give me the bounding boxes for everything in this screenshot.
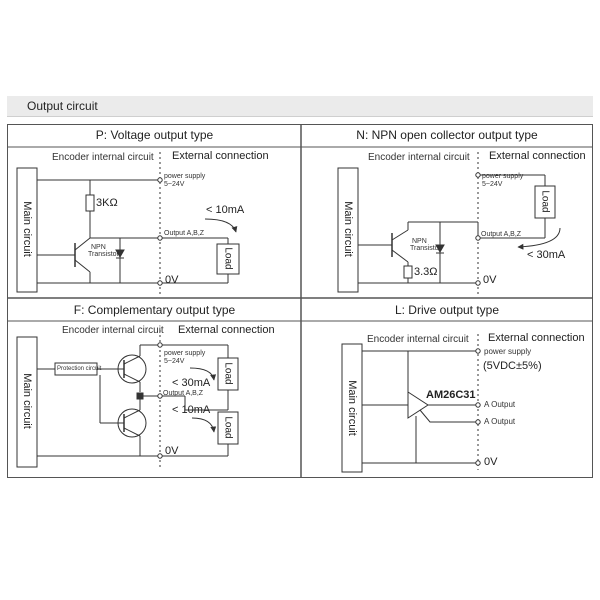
- n-main-circuit-box: [337, 167, 359, 293]
- l-power-supply-label: power supply: [484, 347, 532, 356]
- panel-n-wiring: [337, 152, 561, 296]
- p-resistor: [85, 194, 95, 212]
- section-title: Output circuit: [27, 99, 98, 113]
- l-output-a-bar-label: A Output: [484, 417, 516, 426]
- f-power-supply-label: power supply: [164, 350, 206, 357]
- l-output-a-label: A Output: [484, 400, 516, 409]
- l-main-circuit-box: [341, 343, 363, 473]
- n-main-circuit-label: Main circuit: [342, 201, 354, 257]
- p-voltage-label: 5~24V: [164, 181, 185, 188]
- section-header: Output circuit: [7, 96, 593, 117]
- n-power-supply-label: power supply: [482, 173, 524, 180]
- n-encoder-label: Encoder internal circuit: [368, 152, 470, 163]
- f-ground-label: 0V: [165, 445, 179, 457]
- n-transistor-label-1: NPN: [412, 238, 427, 245]
- n-current-label: < 30mA: [527, 249, 566, 261]
- n-external-label: External connection: [489, 150, 586, 162]
- n-resistor-label: 3.3Ω: [414, 266, 438, 278]
- f-external-label: External connection: [178, 324, 275, 336]
- f-main-circuit-label: Main circuit: [21, 373, 33, 429]
- f-load-bottom-label: Load: [222, 416, 234, 439]
- p-transistor-label-1: NPN: [91, 244, 106, 251]
- n-voltage-label: 5~24V: [482, 181, 503, 188]
- panel-p-wiring: [16, 152, 240, 296]
- p-encoder-label: Encoder internal circuit: [52, 152, 154, 163]
- l-chip-label: AM26C31: [426, 389, 476, 401]
- l-encoder-label: Encoder internal circuit: [367, 334, 469, 345]
- n-ground-label: 0V: [483, 274, 497, 286]
- p-ground-label: 0V: [165, 274, 179, 286]
- n-output-label: Output A,B,Z: [481, 231, 522, 238]
- p-load-label: Load: [222, 247, 234, 270]
- n-resistor: [403, 265, 413, 279]
- l-voltage-label: (5VDC±5%): [483, 360, 542, 372]
- f-current-top-label: < 30mA: [172, 377, 211, 389]
- n-transistor-label-2: Transistor: [410, 245, 441, 252]
- panel-l-wiring: [341, 334, 479, 473]
- f-output-label: Output A,B,Z: [163, 390, 204, 397]
- f-encoder-label: Encoder internal circuit: [62, 325, 164, 336]
- l-ground-label: 0V: [484, 456, 498, 468]
- p-power-supply-label: power supply: [164, 173, 206, 180]
- panel-n-title: N: NPN open collector output type: [356, 128, 538, 142]
- f-voltage-label: 5~24V: [164, 358, 185, 365]
- panel-p-title: P: Voltage output type: [95, 128, 214, 142]
- p-external-label: External connection: [172, 150, 269, 162]
- l-external-label: External connection: [488, 332, 585, 344]
- panel-f-title: F: Complementary output type: [73, 303, 236, 317]
- f-load-top-label: Load: [222, 362, 234, 385]
- panel-l-title: L: Drive output type: [394, 303, 500, 317]
- l-main-circuit-label: Main circuit: [346, 380, 358, 436]
- f-main-circuit-box: [16, 336, 38, 468]
- p-transistor-label-2: Transistor: [88, 251, 119, 258]
- p-output-label: Output A,B,Z: [164, 230, 205, 237]
- f-current-bottom-label: < 10mA: [172, 404, 211, 416]
- f-protection-label: Protection circuit: [57, 366, 102, 372]
- p-resistor-label: 3KΩ: [96, 197, 118, 209]
- n-load-label: Load: [539, 190, 551, 213]
- diagram-frame: [7, 124, 593, 478]
- p-current-label: < 10mA: [206, 204, 245, 216]
- l-driver-triangle: [407, 391, 429, 419]
- p-main-circuit-label: Main circuit: [21, 201, 33, 257]
- panel-f-wiring: [16, 330, 239, 470]
- p-main-circuit-box: [16, 167, 38, 293]
